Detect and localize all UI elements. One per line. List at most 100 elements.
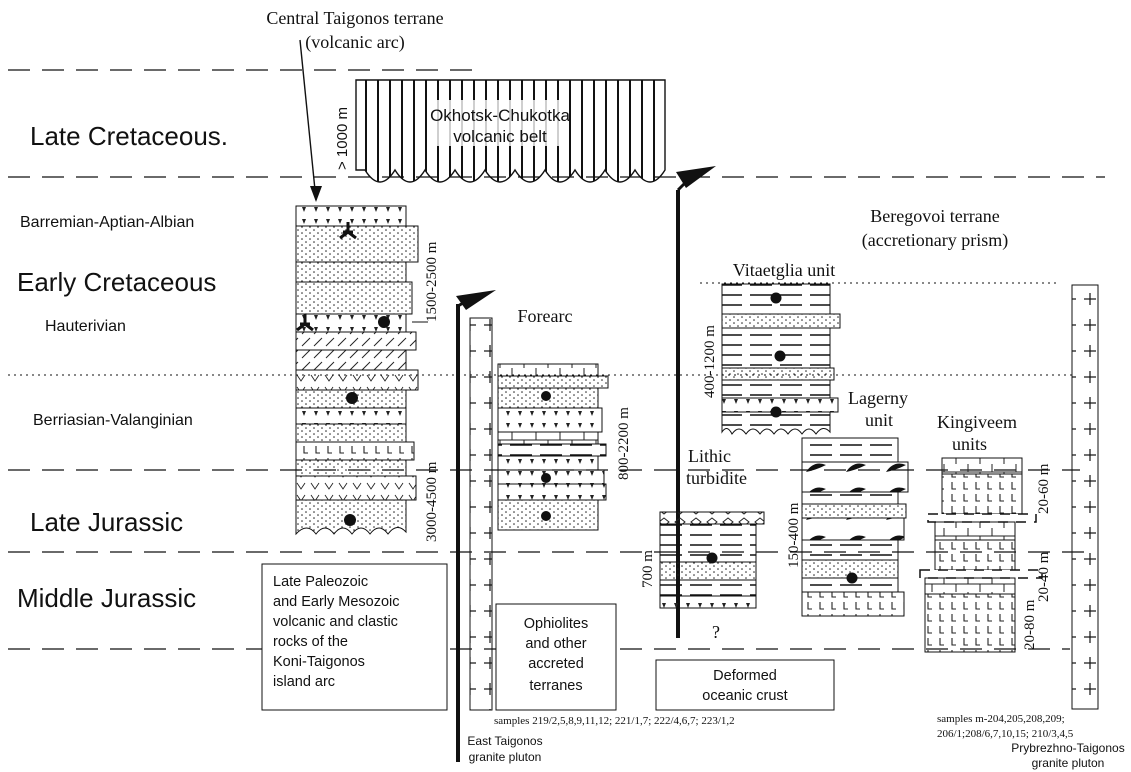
prybrezhno-pluton: samples m-204,205,208,209; 206/1;208/6,7… [937,284,1125,770]
pryb-samples-1: samples m-204,205,208,209; [937,713,1065,725]
bed-basalt [801,591,905,617]
bed-siltstone [659,579,757,597]
east-taigonos-pluton: samples 219/2,5,8,9,11,12; 221/1,7; 222/… [456,290,735,764]
bed-tuff [497,469,605,485]
ophiolites-box-line: terranes [529,678,582,694]
pluton-column [1071,284,1099,710]
bed-basalt [295,441,415,461]
bed-limestone [497,431,599,445]
fossil-ammonite-icon [541,473,551,483]
oceanic-box-frame [655,659,835,711]
east-pluton-label-1: East Taigonos [467,734,542,748]
lithic-label-1: Lithic [688,446,731,466]
east-pluton-label-2: granite pluton [469,750,542,764]
fossil-ammonite-icon [378,316,390,328]
beregovoi-terrane-subtitle: (accretionary prism) [862,230,1008,251]
bed-andesite [295,331,417,351]
era-middle-jurassic: Middle Jurassic [17,583,196,613]
bed-sandstone [801,503,907,519]
bed-sandstone [659,561,757,581]
bed-siltstone [801,491,899,505]
ophiolites-box-line: accreted [528,656,584,672]
fossil-ammonite-icon [706,552,718,564]
bed-sandstone [497,375,609,389]
bed-sandstone [721,367,835,381]
fossil-ammonite-icon [770,406,782,418]
bed-basalt [941,473,1023,515]
bed-siltstone [801,437,899,463]
bed-tuff [295,407,407,425]
central-thickness-bottom: 3000-4500 m [424,461,440,542]
pryb-pluton-label-1: Prybrezhno-Taigonos [1011,741,1124,755]
vitaetglia-column: Vitaetglia unit 400-1200 m [702,260,841,435]
vitaetglia-thickness: 400-1200 m [702,325,718,398]
central-terrane-title: Central Taigonos terrane [266,8,443,28]
bed-sandstone [295,225,419,263]
pryb-pluton-label-2: granite pluton [1032,756,1105,770]
east-pluton-samples: samples 219/2,5,8,9,11,12; 221/1,7; 222/… [494,715,735,727]
koni-box-line: and Early Mesozoic [273,594,400,610]
stage-barremian: Barremian-Aptian-Albian [20,214,194,231]
bed-tuff [497,455,599,471]
okhotsk-label-backdrop [432,100,568,146]
bed-tuff [497,483,607,501]
bed-olistostrome [801,517,905,541]
fossil-ammonite-icon [346,392,358,404]
bed-tuff [497,407,603,433]
lagerny-column: Lagerny unit 150-400 m [786,388,909,617]
fossil-ammonite-icon [541,391,551,401]
bed-basalt [934,539,1016,571]
lagerny-label-2: unit [865,410,893,430]
chert-band [927,513,1037,523]
bed-limestone [924,577,1016,595]
ophiolites-box-line: and other [525,636,586,652]
forearc-label: Forearc [518,306,573,326]
era-late-cretaceous: Late Cretaceous. [30,121,228,151]
central-terrane-subtitle: (volcanic arc) [305,32,404,53]
bed-limestone [497,363,599,377]
koni-box-line: island arc [273,674,335,690]
lagerny-label-1: Lagerny [848,388,908,408]
bed-siltstone [721,379,831,399]
okhotsk-label-line1: Okhotsk-Chukotka [430,106,570,125]
oceanic-box-line: oceanic crust [702,688,787,704]
fossil-shell-icon [339,222,357,240]
bed-siltstone [497,443,607,457]
bed-tuff [295,205,407,227]
koni-box-line: Koni-Taigonos [273,654,365,670]
kingiveem-label-1: Kingiveem [937,412,1017,432]
bed-tuff [659,595,757,609]
bed-siltstone [721,327,831,369]
fossil-ammonite-icon [774,350,786,362]
okhotsk-label-line2: volcanic belt [453,127,547,146]
chert-band [919,569,1043,579]
koni-box-line: rocks of the [273,634,348,650]
ophiolites-box-line: Ophiolites [524,616,588,632]
oceanic-box-line: Deformed [713,668,777,684]
ophiolites-box: Ophiolites and other accreted terranes [495,603,617,711]
bed-limestone [934,521,1016,541]
koni-box-line: Late Paleozoic [273,574,368,590]
bed-sandstone [295,423,407,443]
okhotsk-thickness: > 1000 m [334,107,351,170]
forearc-thickness: 800-2200 m [616,407,632,480]
kingiveem-column: Kingiveem units 20-60 m 20-40 m 20-80 m [919,412,1052,653]
bed-conglomerate [659,511,765,525]
lithic-thickness: 700 m [640,550,656,588]
central-taigonos-column: 1500-2500 m 3000-4500 m [295,205,440,542]
fossil-ammonite-icon [541,511,551,521]
koni-box-line: volcanic and clastic [273,614,398,630]
bed-olistostrome [801,461,909,493]
arrow-head [310,186,322,202]
pluton-arrow-connector [457,298,469,308]
fossil-ammonite-icon [846,572,858,584]
pryb-samples-2: 206/1;208/6,7,10,15; 210/3,4,5 [937,728,1074,740]
question-mark: ? [712,622,720,642]
kingiveem-thickness-2: 20-40 m [1036,551,1052,602]
bed-sandstone [295,281,413,315]
lithic-label-2: turbidite [686,468,747,488]
era-early-cretaceous: Early Cretaceous [17,267,216,297]
pluton-column [469,317,493,711]
bed-volcanic [295,475,417,501]
